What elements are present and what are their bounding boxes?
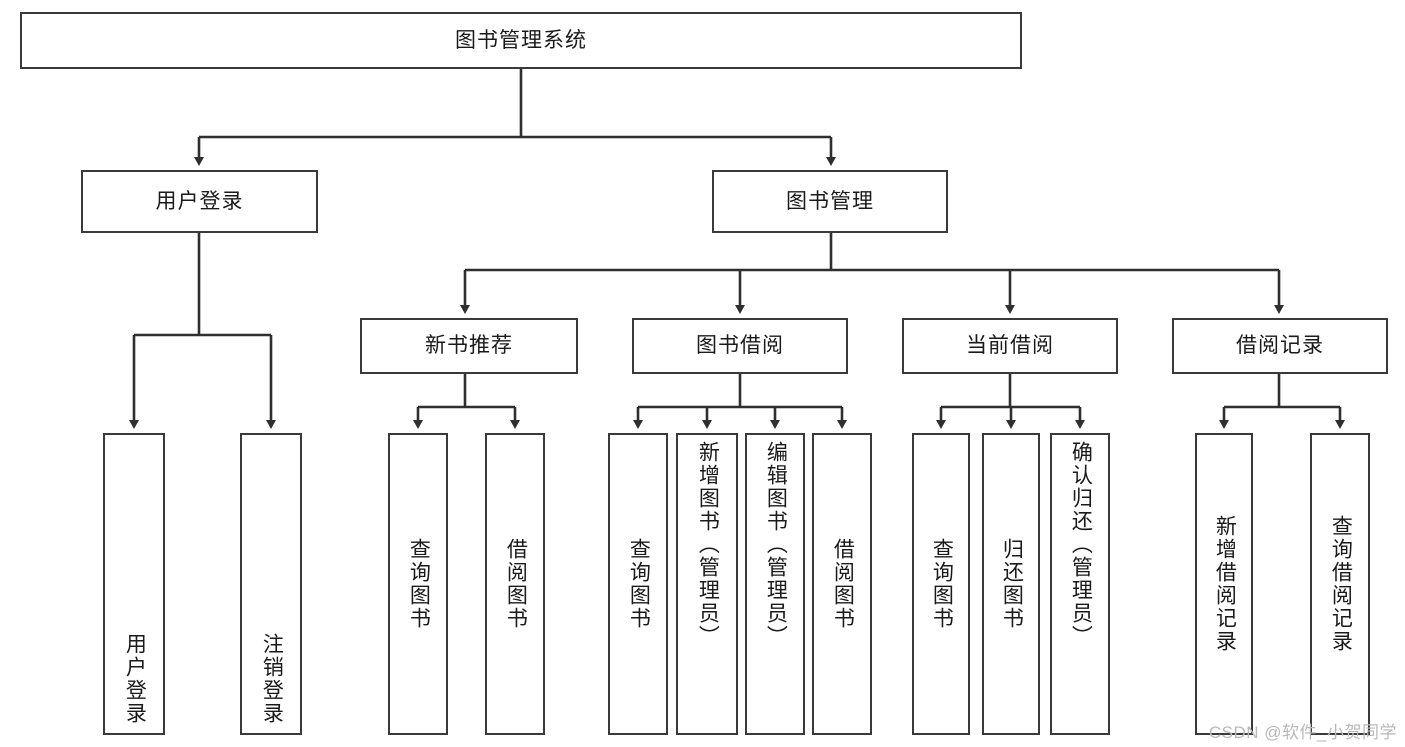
leaf-borrow-book-2-label: 借阅图书 bbox=[831, 538, 855, 630]
leaf-query-book-3[interactable]: 查询图书 bbox=[912, 433, 970, 735]
leaf-query-book-3-label: 查询图书 bbox=[930, 538, 954, 630]
leaf-return-book-label: 归还图书 bbox=[1000, 538, 1024, 630]
node-current-borrow[interactable]: 当前借阅 bbox=[902, 318, 1118, 374]
leaf-borrow-book-1-label: 借阅图书 bbox=[504, 538, 528, 630]
node-borrow-record-label: 借阅记录 bbox=[1236, 334, 1324, 358]
node-book-borrow-label: 图书借阅 bbox=[696, 334, 784, 358]
leaf-logout-label: 注销登录 bbox=[260, 633, 284, 725]
node-user-login-label: 用户登录 bbox=[155, 189, 244, 213]
node-root[interactable]: 图书管理系统 bbox=[20, 12, 1022, 69]
leaf-query-book-2-label: 查询图书 bbox=[627, 538, 651, 630]
leaf-edit-book[interactable]: 编辑图书（管理员） bbox=[745, 433, 805, 735]
leaf-add-book[interactable]: 新增图书（管理员） bbox=[676, 433, 738, 735]
leaf-query-record[interactable]: 查询借阅记录 bbox=[1310, 433, 1370, 735]
leaf-user-login-label: 用户登录 bbox=[123, 633, 147, 725]
csdn-watermark: CSDN @软件_小贺同学 bbox=[1208, 723, 1397, 742]
node-book-borrow[interactable]: 图书借阅 bbox=[632, 318, 848, 374]
leaf-borrow-book-1[interactable]: 借阅图书 bbox=[485, 433, 545, 735]
leaf-edit-book-label: 编辑图书（管理员） bbox=[764, 441, 788, 648]
leaf-return-book[interactable]: 归还图书 bbox=[982, 433, 1040, 735]
leaf-confirm-return-label: 确认归还（管理员） bbox=[1069, 441, 1093, 648]
node-borrow-record[interactable]: 借阅记录 bbox=[1172, 318, 1388, 374]
leaf-add-record-label: 新增借阅记录 bbox=[1213, 515, 1237, 653]
leaf-query-record-label: 查询借阅记录 bbox=[1329, 515, 1353, 653]
leaf-add-record[interactable]: 新增借阅记录 bbox=[1195, 433, 1253, 735]
node-new-book-recommend-label: 新书推荐 bbox=[425, 334, 513, 358]
leaf-confirm-return[interactable]: 确认归还（管理员） bbox=[1050, 433, 1110, 735]
node-book-manage[interactable]: 图书管理 bbox=[712, 170, 948, 233]
node-current-borrow-label: 当前借阅 bbox=[966, 334, 1054, 358]
leaf-borrow-book-2[interactable]: 借阅图书 bbox=[812, 433, 872, 735]
node-root-label: 图书管理系统 bbox=[455, 28, 587, 52]
leaf-add-book-label: 新增图书（管理员） bbox=[696, 441, 720, 648]
leaf-user-login[interactable]: 用户登录 bbox=[103, 433, 165, 735]
leaf-logout[interactable]: 注销登录 bbox=[240, 433, 302, 735]
node-user-login[interactable]: 用户登录 bbox=[81, 170, 318, 233]
leaf-query-book-2[interactable]: 查询图书 bbox=[608, 433, 668, 735]
leaf-query-book-1-label: 查询图书 bbox=[407, 538, 431, 630]
leaf-query-book-1[interactable]: 查询图书 bbox=[388, 433, 448, 735]
node-book-manage-label: 图书管理 bbox=[786, 189, 874, 213]
node-new-book-recommend[interactable]: 新书推荐 bbox=[360, 318, 578, 374]
